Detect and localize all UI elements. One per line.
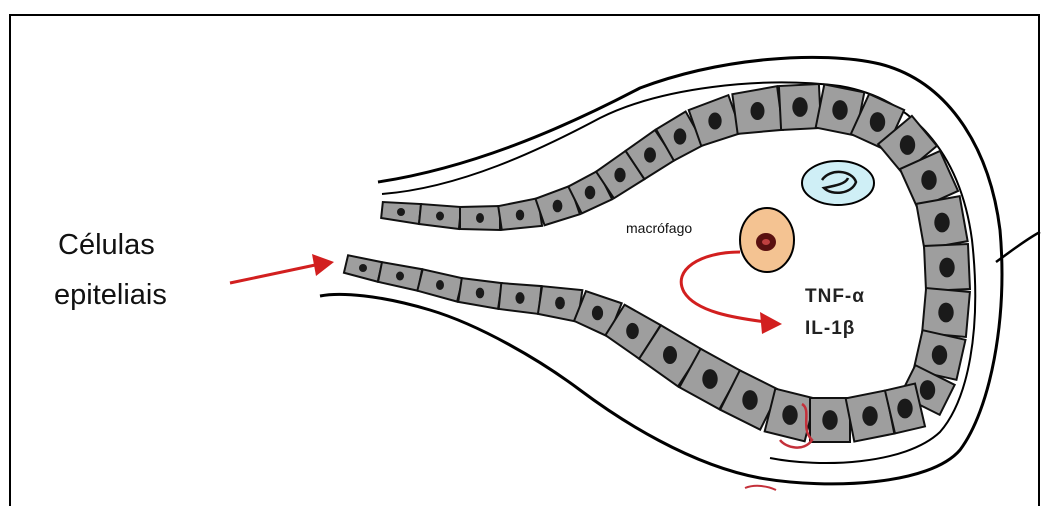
cell-nucleus <box>702 369 717 389</box>
cell-nucleus <box>792 97 807 117</box>
cell-nucleus <box>832 100 847 120</box>
cell-nucleus <box>708 112 721 129</box>
cell-nucleus <box>900 135 915 155</box>
cell-nucleus <box>516 210 524 221</box>
pointer-arrow <box>230 264 320 283</box>
cell-nucleus <box>932 345 947 365</box>
cell-nucleus <box>782 405 797 425</box>
cell-nucleus <box>822 410 837 430</box>
cell-nucleus <box>555 297 565 310</box>
cytokine-label-tnf: TNF-α <box>805 286 865 308</box>
pointer-arrowhead <box>312 254 334 276</box>
cell-nucleus <box>359 264 367 272</box>
cell-nucleus <box>436 280 444 290</box>
cell-nucleus <box>674 128 687 144</box>
cell-nucleus <box>644 147 656 162</box>
cell-nucleus <box>862 406 877 426</box>
cell-nucleus <box>396 272 404 281</box>
lumen-cell <box>802 161 874 205</box>
macrophage-label: macrófago <box>626 220 692 236</box>
cell-nucleus <box>626 323 639 339</box>
cell-nucleus <box>585 186 596 200</box>
cell-nucleus <box>397 208 405 216</box>
cell-nucleus <box>897 399 912 419</box>
cell-nucleus <box>592 306 603 320</box>
cell-nucleus <box>614 168 625 182</box>
cell-nucleus <box>920 380 935 400</box>
secretion-arrowhead <box>760 312 782 334</box>
cell-nucleus <box>921 170 936 190</box>
cell-nucleus <box>870 112 885 132</box>
cell-nucleus <box>476 288 484 299</box>
cell-nucleus <box>751 102 765 120</box>
cell-nucleus <box>476 213 484 223</box>
cell-nucleus <box>663 346 677 364</box>
cell-nucleus <box>515 292 524 304</box>
cell-nucleus <box>742 390 757 410</box>
cell-nucleus <box>938 303 953 323</box>
macrophage <box>740 208 794 272</box>
cytokine-label-il1: IL-1β <box>805 318 855 340</box>
epithelial-label-line1: Células <box>58 228 155 262</box>
vessel-fragment-2 <box>745 486 776 490</box>
cell-nucleus <box>553 200 563 213</box>
cell-nucleus <box>939 258 954 278</box>
cell-nucleus <box>934 213 949 233</box>
epithelial-label-line2: epiteliais <box>54 278 167 312</box>
lower-epithelium <box>344 255 925 442</box>
cell-nucleus <box>436 212 444 221</box>
